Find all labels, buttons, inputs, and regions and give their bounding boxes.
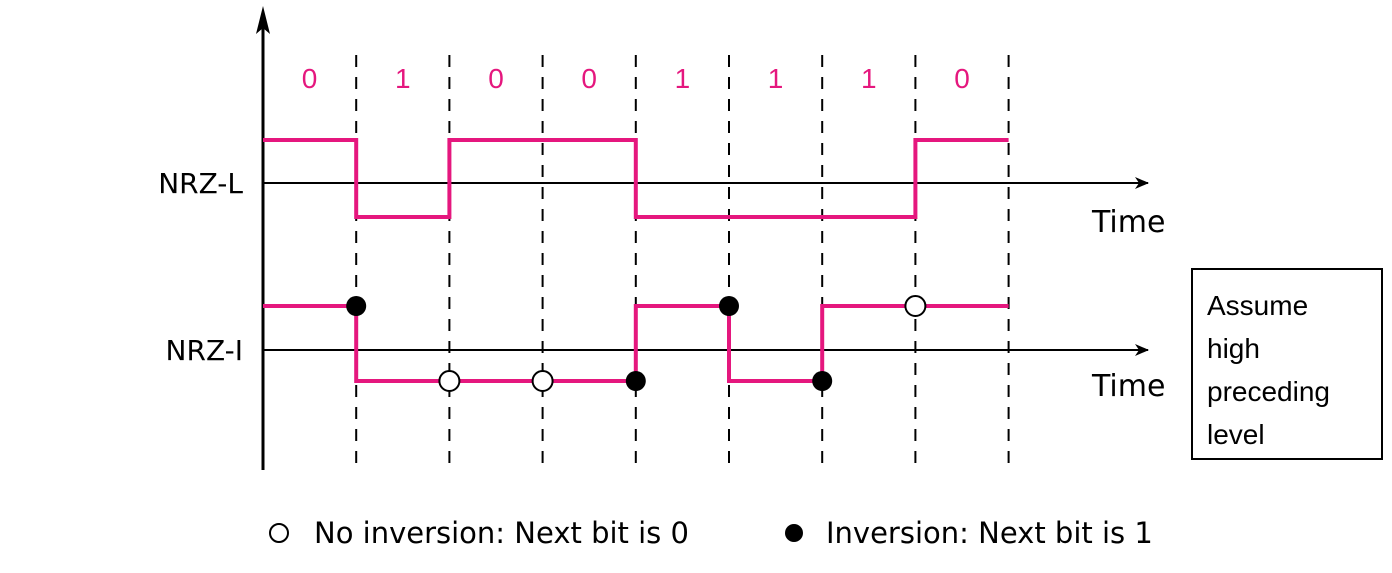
inversion-marker-filled <box>346 296 367 316</box>
note-line: preceding <box>1207 376 1330 407</box>
inversion-marker-filled <box>812 371 833 391</box>
nrz-i-label: NRZ-I <box>166 334 243 367</box>
bit-value-label: 0 <box>302 63 318 94</box>
legend-filled-circle-icon <box>785 524 803 542</box>
legend-no-inversion-text: No inversion: Next bit is 0 <box>314 516 689 550</box>
nrz-l-time-label: Time <box>1091 205 1165 240</box>
nrz-i-signal <box>263 304 1009 383</box>
no-inversion-marker-open <box>531 370 554 392</box>
bit-boundaries <box>355 55 1010 465</box>
note-line: high <box>1207 333 1260 364</box>
legend-open-circle-icon <box>269 523 289 543</box>
vertical-axis-arrowhead <box>256 6 270 34</box>
nrz-i-time-label: Time <box>1091 369 1165 404</box>
bit-labels: 0 1 0 0 1 1 1 0 <box>302 63 970 94</box>
nrz-l-label: NRZ-L <box>158 167 243 200</box>
bit-value-label: 0 <box>488 63 504 94</box>
nrz-l-signal <box>263 138 1009 219</box>
bit-value-label: 0 <box>581 63 597 94</box>
bit-value-label: 1 <box>861 63 877 94</box>
note-line: Assume <box>1207 290 1309 321</box>
inversion-marker-filled <box>625 371 646 391</box>
nrz-i-transition-markers <box>346 295 927 392</box>
no-inversion-marker-open <box>438 370 461 392</box>
bit-value-label: 0 <box>954 63 970 94</box>
bit-value-label: 1 <box>768 63 784 94</box>
bit-value-label: 1 <box>675 63 691 94</box>
no-inversion-marker-open <box>904 295 927 317</box>
inversion-marker-filled <box>719 296 739 316</box>
legend-inversion-text: Inversion: Next bit is 1 <box>826 516 1153 550</box>
assumption-note-box: Assume high preceding level <box>1191 268 1383 460</box>
note-line: level <box>1207 419 1265 450</box>
bit-value-label: 1 <box>395 63 411 94</box>
